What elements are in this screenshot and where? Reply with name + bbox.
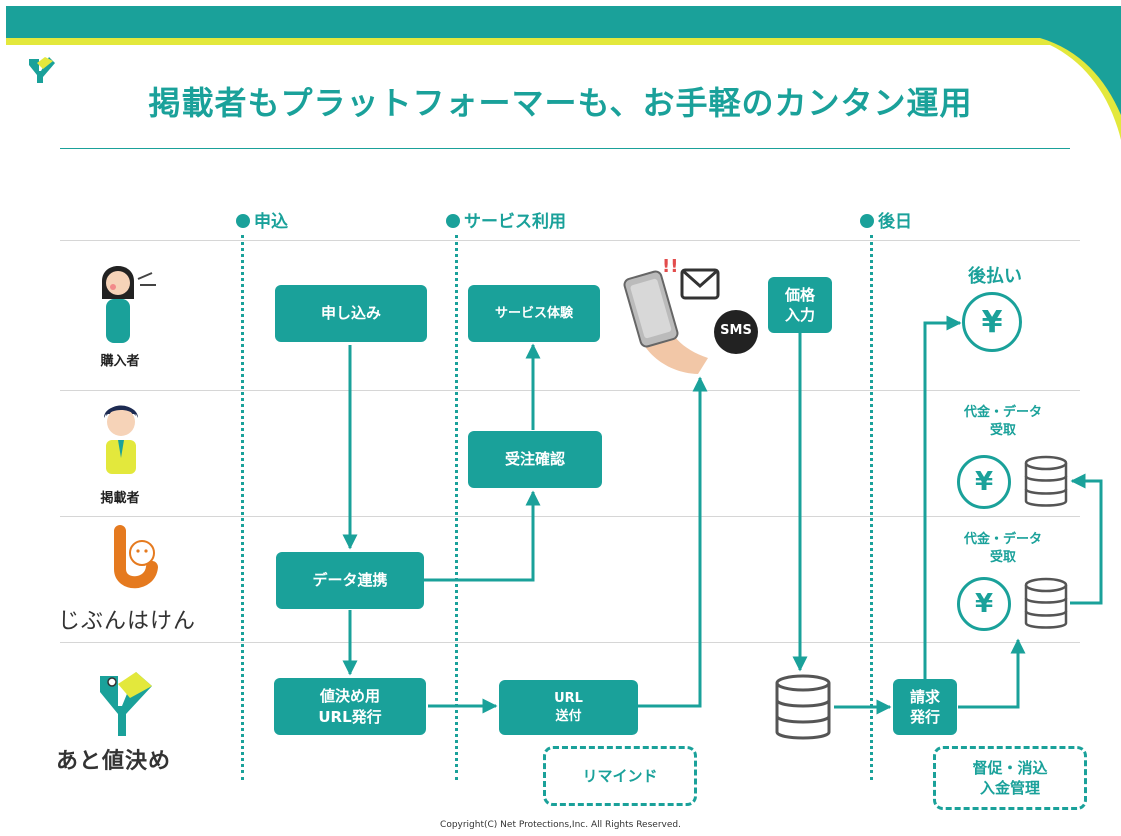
merchant-icon: [104, 405, 138, 474]
merchant-yen-icon: ¥: [957, 455, 1011, 509]
brand-logo-icon: [29, 57, 55, 83]
lane-divider: [60, 240, 1080, 241]
svg-text:!!: !!: [662, 256, 678, 277]
pay-later-yen-icon: ¥: [962, 292, 1022, 352]
lane-divider: [60, 642, 1080, 643]
jibun-logo-text: じぶんはけん: [58, 609, 197, 634]
phase-dot-icon: [236, 214, 250, 228]
buyer-icon: [102, 266, 156, 343]
phase-later-label: 後日: [878, 212, 912, 232]
order-confirm-box: 受注確認: [468, 431, 602, 488]
phase-divider: [870, 235, 873, 780]
atone-logo-text: あと値決め: [56, 749, 172, 774]
url-send-box: URL 送付: [499, 680, 638, 735]
sms-badge: SMS: [720, 323, 752, 338]
merchant-database-icon: [1024, 455, 1068, 507]
billing-box: 請求 発行: [893, 679, 957, 735]
service-experience-box: サービス体験: [468, 285, 600, 342]
phase-service-label: サービス利用: [464, 212, 566, 232]
lane-divider: [60, 390, 1080, 391]
yen-symbol: ¥: [981, 304, 1003, 340]
yen-symbol: ¥: [974, 467, 994, 497]
smartphone-icon: !!: [623, 256, 758, 374]
phase-later: 後日: [860, 207, 912, 232]
header-banner: [6, 6, 1121, 140]
phase-apply: 申込: [236, 207, 288, 232]
remind-box: リマインド: [543, 746, 697, 806]
apply-box: 申し込み: [275, 285, 427, 342]
atone-database-icon: [775, 674, 831, 740]
buyer-label: 購入者: [100, 354, 140, 369]
page-title: 掲載者もプラットフォーマーも、お手軽のカンタン運用: [148, 84, 973, 122]
phase-divider: [241, 235, 244, 780]
pay-later-label: 後払い: [968, 266, 1022, 287]
copyright-text: Copyright(C) Net Protections,Inc. All Ri…: [440, 820, 681, 830]
collection-box: 督促・消込 入金管理: [933, 746, 1087, 810]
phase-service: サービス利用: [446, 207, 566, 232]
phase-apply-label: 申込: [254, 212, 288, 232]
url-issue-box: 値決め用 URL発行: [274, 678, 426, 735]
merchant-receive-label: 代金・データ 受取: [963, 405, 1042, 438]
jibun-logo-icon: [114, 525, 158, 589]
price-input-box: 価格 入力: [768, 277, 832, 333]
yen-symbol: ¥: [974, 589, 994, 619]
platform-database-icon: [1024, 577, 1068, 629]
platform-receive-label: 代金・データ 受取: [963, 532, 1042, 565]
phase-dot-icon: [446, 214, 460, 228]
phase-dot-icon: [860, 214, 874, 228]
phase-divider: [455, 235, 458, 780]
title-divider: [60, 148, 1070, 149]
platform-yen-icon: ¥: [957, 577, 1011, 631]
lane-divider: [60, 516, 1080, 517]
atone-logo-icon: [100, 672, 152, 736]
data-link-box: データ連携: [276, 552, 424, 609]
merchant-label: 掲載者: [100, 491, 140, 506]
